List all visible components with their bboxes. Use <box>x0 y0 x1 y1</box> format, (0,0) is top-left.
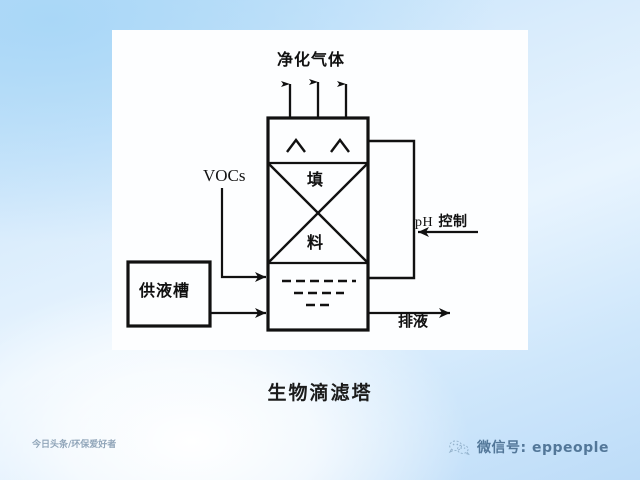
label-ph-cjk: 控制 <box>438 214 468 230</box>
watermark-source: 今日头条/环保爱好者 <box>32 440 117 450</box>
clean-gas-arrows <box>281 79 348 118</box>
packing-cross <box>268 163 368 263</box>
vocs-feed-line <box>220 188 266 282</box>
diagram-panel <box>112 30 528 350</box>
label-clean-gas: 净化气体 <box>277 50 346 69</box>
label-packing-char-2: 料 <box>307 233 324 252</box>
sump-liquid-level <box>282 279 356 307</box>
recycle-loop-pipe <box>368 139 416 280</box>
tower-body <box>266 116 370 332</box>
label-drain: 排液 <box>398 312 429 330</box>
spray-nozzle-icon <box>286 138 350 153</box>
supply-tank-body <box>126 260 212 328</box>
label-ph-latin: pH <box>415 215 434 230</box>
label-packing-char-1: 填 <box>307 170 324 189</box>
label-ph-control: pH 控制 <box>415 215 468 230</box>
label-vocs: VOCs <box>203 166 246 185</box>
watermark-wechat: 微信号: eppeople <box>448 437 609 457</box>
watermark-wechat-text: 微信号: eppeople <box>477 440 609 456</box>
label-supply-tank: 供液槽 <box>139 281 191 300</box>
wechat-icon <box>448 440 470 456</box>
diagram-caption: 生物滴滤塔 <box>267 382 373 404</box>
